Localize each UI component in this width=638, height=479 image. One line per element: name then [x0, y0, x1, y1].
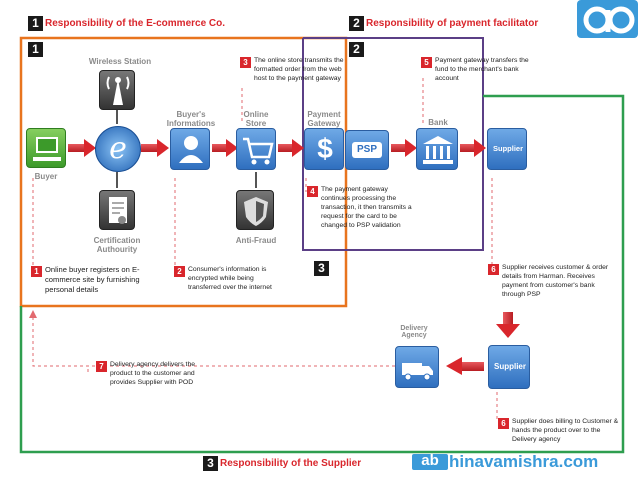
dollar-glyph: $ — [317, 133, 333, 164]
step-5-text: Payment gateway transfers the fund to th… — [435, 57, 529, 82]
ab-logo — [577, 0, 638, 38]
step-6a-text: Supplier receives customer & order detai… — [502, 264, 609, 298]
region-2-badge: 2 — [349, 42, 364, 57]
certification-label: Certification Authourity — [93, 236, 141, 254]
step-3-text: The online store transmits the formatted… — [254, 57, 344, 82]
person-icon — [170, 128, 210, 170]
computer-icon — [26, 128, 66, 168]
dollar-icon: $ — [304, 128, 344, 170]
psp-card-icon: PSP — [345, 130, 389, 170]
wireless-station-label: Wireless Station — [88, 57, 152, 66]
step-6b-badge: 6 — [498, 418, 509, 429]
supplier-top-box: Supplier — [487, 128, 527, 170]
arrow-left-head — [446, 357, 462, 375]
wireless-connector — [116, 110, 118, 124]
step-7-text: Delivery agency delivers the product to … — [110, 361, 196, 386]
header-1-badge: 1 — [28, 16, 43, 31]
anti-fraud-label: Anti-Fraud — [235, 236, 277, 245]
bank-label: Bank — [428, 118, 448, 127]
step-2-badge: 2 — [174, 266, 185, 277]
arrow-head — [84, 139, 96, 157]
arrow-psp-bank — [391, 144, 405, 152]
watermark-site: hinavamishra.com — [449, 452, 599, 471]
supplier-bottom-box: Supplier — [488, 345, 530, 389]
ab-logo-mark — [583, 6, 635, 34]
arrow-head — [226, 139, 238, 157]
cert-connector — [116, 172, 118, 188]
browser-glyph: e — [109, 131, 127, 166]
step-5-badge: 5 — [421, 57, 432, 68]
step-6b-text: Supplier does billing to Customer & hand… — [512, 418, 619, 443]
bank-icon — [416, 128, 458, 170]
region-3-badge: 3 — [314, 261, 329, 276]
certificate-icon — [99, 190, 135, 230]
arrow-down-head — [496, 324, 520, 338]
buyers-info-label: Buyer's Informations — [166, 110, 216, 128]
arrow-head — [474, 139, 486, 157]
header-3-badge: 3 — [203, 456, 218, 471]
region-1-badge: 1 — [28, 42, 43, 57]
arrow-left-shaft — [462, 362, 484, 371]
header-2-text: Responsibility of payment facilitator — [366, 18, 539, 29]
arrow-bank-supplier — [460, 144, 474, 152]
arrow-store-gateway — [278, 144, 292, 152]
psp-label: PSP — [352, 142, 382, 158]
arrow-head — [405, 139, 417, 157]
arrow-info-store — [212, 144, 226, 152]
region-1-boundary — [19, 36, 348, 308]
step-1-badge: 1 — [31, 266, 42, 277]
supplier-bottom-label: Supplier — [493, 362, 526, 371]
shopping-cart-icon — [236, 128, 276, 170]
buyer-label: Buyer — [34, 172, 58, 181]
truck-icon — [395, 346, 439, 388]
region-2-boundary — [302, 37, 484, 251]
shield-icon — [236, 190, 274, 230]
step-6a-badge: 6 — [488, 264, 499, 275]
supplier-top-label: Supplier — [492, 144, 523, 153]
payment-gateway-label: Payment Gateway — [307, 110, 341, 128]
step-4-text: The payment gateway continues processing… — [321, 186, 412, 229]
delivery-agency-label: Delivery Agency — [400, 325, 428, 339]
arrow-head — [292, 139, 304, 157]
arrow-down-shaft — [503, 312, 513, 324]
antifraud-connector — [255, 172, 257, 188]
arrow-buyer-browser — [68, 144, 84, 152]
wireless-tower-icon — [99, 70, 135, 110]
step-2-text: Consumer's information is encrypted whil… — [188, 266, 272, 291]
step-3-badge: 3 — [240, 57, 251, 68]
header-2-badge: 2 — [349, 16, 364, 31]
browser-icon: e — [95, 126, 141, 172]
step-4-badge: 4 — [307, 186, 318, 197]
region-3-boundary — [19, 94, 625, 454]
arrow-browser-info — [141, 144, 157, 152]
online-store-label: Online Store — [243, 110, 269, 128]
header-3-text: Responsibility of the Supplier — [220, 458, 362, 469]
ab-watermark-logo: ab — [412, 452, 448, 470]
arrow-head — [157, 139, 169, 157]
step-7-badge: 7 — [96, 361, 107, 372]
header-1-text: Responsibility of the E-commerce Co. — [45, 18, 226, 29]
step-1-text: Online buyer registers on E-commerce sit… — [45, 265, 140, 294]
ab-watermark-logo-text: ab — [421, 452, 439, 469]
